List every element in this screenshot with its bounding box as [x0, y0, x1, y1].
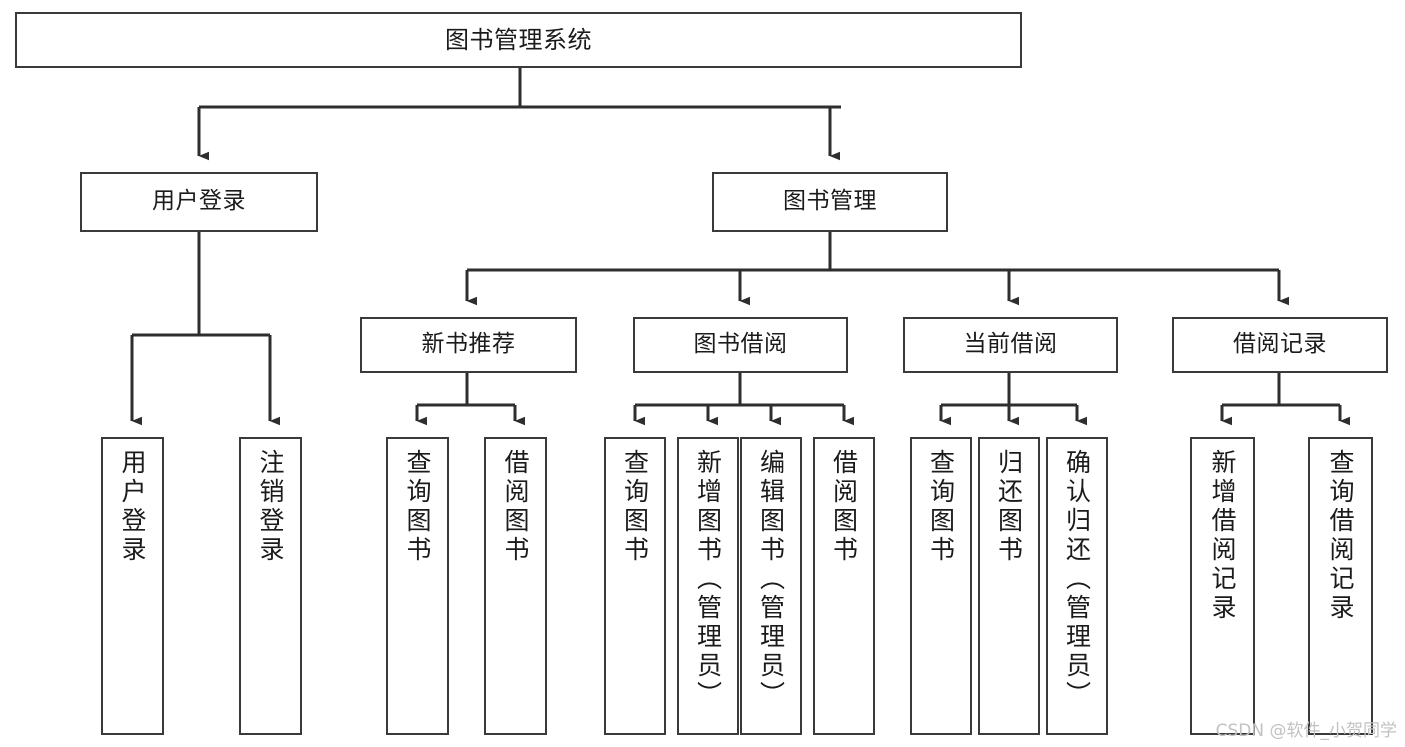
- leaf-add-book-admin[interactable]: 新增图书（管理员）: [677, 437, 739, 735]
- node-label: 图书管理: [783, 188, 877, 215]
- leaf-add-borrow-record[interactable]: 新增借阅记录: [1190, 437, 1255, 735]
- node-root-book-management-system[interactable]: 图书管理系统: [15, 12, 1022, 68]
- node-label: 借阅图书: [501, 449, 530, 565]
- node-label: 新书推荐: [421, 331, 516, 358]
- node-label: 当前借阅: [963, 331, 1058, 358]
- node-label: 查询图书: [926, 449, 956, 565]
- leaf-borrow-books[interactable]: 借阅图书: [813, 437, 875, 735]
- leaf-query-books-current[interactable]: 查询图书: [910, 437, 972, 735]
- node-label: 图书管理系统: [445, 25, 592, 54]
- node-label: 图书借阅: [693, 331, 788, 358]
- leaf-logout[interactable]: 注销登录: [239, 437, 302, 735]
- node-book-management[interactable]: 图书管理: [712, 172, 948, 232]
- leaf-confirm-return-admin[interactable]: 确认归还（管理员）: [1046, 437, 1108, 735]
- leaf-return-books[interactable]: 归还图书: [978, 437, 1040, 735]
- leaf-edit-book-admin[interactable]: 编辑图书（管理员）: [740, 437, 802, 735]
- node-label: 归还图书: [994, 449, 1024, 565]
- node-label: 新增图书（管理员）: [693, 449, 723, 710]
- node-user-login[interactable]: 用户登录: [80, 172, 318, 232]
- node-label: 借阅记录: [1233, 331, 1327, 358]
- node-label: 新增借阅记录: [1208, 449, 1237, 623]
- leaf-borrow-books-new-rec[interactable]: 借阅图书: [484, 437, 547, 735]
- leaf-user-login[interactable]: 用户登录: [101, 437, 164, 735]
- node-current-borrowing[interactable]: 当前借阅: [903, 317, 1118, 373]
- node-label: 查询图书: [403, 449, 432, 565]
- csdn-watermark: CSDN @软件_小贺同学: [1215, 721, 1397, 741]
- node-label: 注销登录: [256, 449, 285, 565]
- node-label: 查询图书: [620, 449, 650, 565]
- node-label: 用户登录: [152, 188, 246, 215]
- leaf-query-books-new-rec[interactable]: 查询图书: [386, 437, 449, 735]
- node-label: 编辑图书（管理员）: [756, 449, 786, 710]
- node-label: 借阅图书: [829, 449, 859, 565]
- node-label: 确认归还（管理员）: [1062, 449, 1092, 710]
- leaf-query-books-borrow[interactable]: 查询图书: [604, 437, 666, 735]
- node-label: 查询借阅记录: [1326, 449, 1355, 623]
- node-borrow-records[interactable]: 借阅记录: [1172, 317, 1388, 373]
- leaf-query-borrow-record[interactable]: 查询借阅记录: [1308, 437, 1373, 735]
- node-label: 用户登录: [118, 449, 147, 565]
- node-book-borrowing[interactable]: 图书借阅: [633, 317, 848, 373]
- node-new-book-recommendation[interactable]: 新书推荐: [360, 317, 577, 373]
